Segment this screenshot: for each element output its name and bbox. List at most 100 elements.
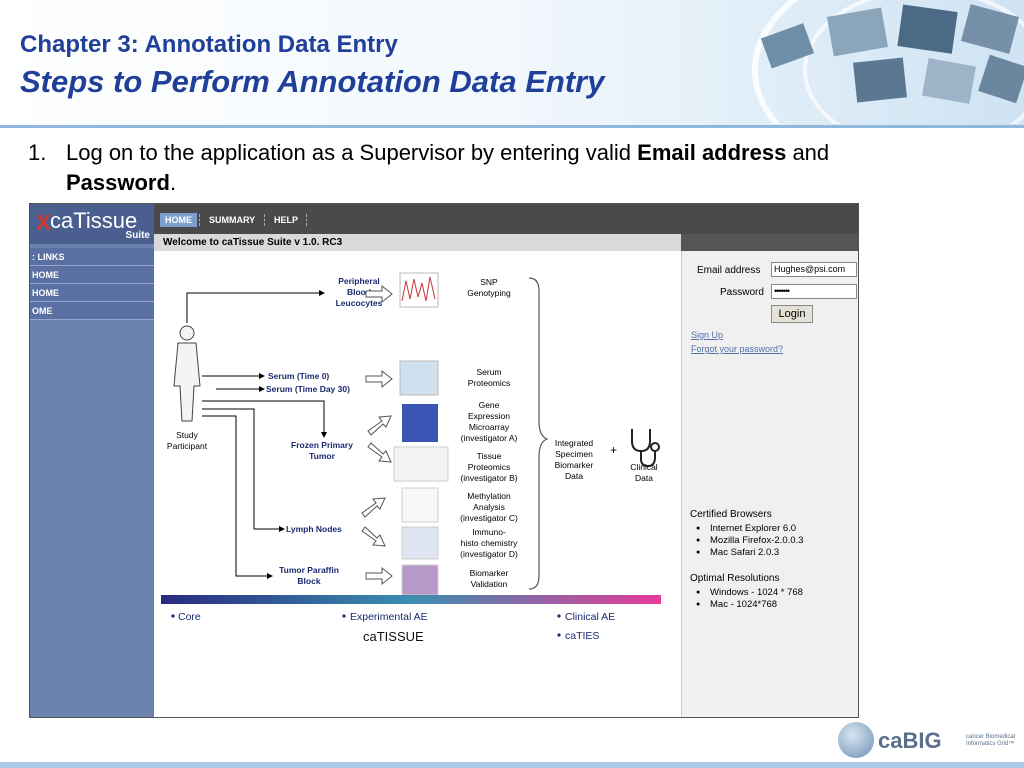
certified-browsers-heading: Certified Browsers bbox=[690, 509, 772, 520]
microarray-thumbnail bbox=[402, 404, 438, 442]
assay-label: histo chemistry bbox=[461, 538, 518, 548]
source-label: Lymph Nodes bbox=[286, 524, 342, 534]
step-bold-email: Email address bbox=[637, 140, 787, 165]
cabig-globe-icon bbox=[838, 722, 874, 758]
logo-x-mark: X bbox=[36, 210, 51, 235]
assay-label: Validation bbox=[471, 579, 508, 589]
tab-help[interactable]: HELP bbox=[274, 215, 299, 225]
nav-item-home-2[interactable]: HOME bbox=[30, 284, 154, 302]
assay-label: (investigator C) bbox=[460, 513, 518, 523]
password-field[interactable]: ••••••• bbox=[771, 284, 857, 299]
source-label: Blood bbox=[347, 287, 371, 297]
workflow-diagram: Study Participant Peripheral Blood Leuco… bbox=[161, 272, 661, 644]
welcome-bar: Welcome to caTissue Suite v 1.0. RC3 bbox=[154, 234, 681, 251]
integrated-data-label: Biomarker bbox=[555, 460, 594, 470]
tab-separator bbox=[264, 214, 265, 226]
logo-name: caTissue bbox=[50, 208, 138, 233]
immunohisto-thumbnail bbox=[401, 526, 439, 560]
email-label: Email address bbox=[697, 265, 761, 276]
source-label: Leucocytes bbox=[336, 298, 383, 308]
browser-item: Mac Safari 2.0.3 bbox=[696, 547, 779, 558]
assay-label: Proteomics bbox=[468, 462, 511, 472]
study-participant-icon bbox=[173, 325, 201, 422]
assay-label: Serum bbox=[476, 367, 501, 377]
step-text: Log on to the application as a Superviso… bbox=[66, 138, 986, 198]
assay-label: Biomarker bbox=[470, 568, 509, 578]
step-text-part: and bbox=[786, 140, 830, 165]
assay-label: Microarray bbox=[469, 422, 510, 432]
participant-label: Study bbox=[176, 430, 198, 440]
logo-suite: Suite bbox=[125, 230, 150, 241]
globe-photo-collage-icon bbox=[752, 0, 1024, 124]
source-label: Tumor Paraffin bbox=[279, 565, 339, 575]
step-text-part: Log on to the application as a Superviso… bbox=[66, 140, 638, 165]
assay-label: Genotyping bbox=[467, 288, 511, 298]
hollow-arrow-icons bbox=[361, 284, 393, 586]
source-label: Peripheral bbox=[338, 276, 380, 286]
header-divider bbox=[0, 125, 1024, 128]
assay-label: (investigator A) bbox=[461, 433, 518, 443]
nav-links-header: : LINKS bbox=[30, 248, 154, 266]
nav-item-home[interactable]: HOME bbox=[30, 266, 154, 284]
integrated-data-label: Integrated bbox=[555, 438, 594, 448]
source-label: Tumor bbox=[309, 451, 336, 461]
nav-item-home-3[interactable]: OME bbox=[30, 302, 154, 320]
slide-title: Steps to Perform Annotation Data Entry bbox=[20, 64, 605, 99]
email-field[interactable]: Hughes@psi.com bbox=[771, 262, 857, 277]
optimal-resolutions-heading: Optimal Resolutions bbox=[690, 573, 780, 584]
legend-core: Core bbox=[178, 611, 201, 623]
resolution-item: Windows - 1024 * 768 bbox=[696, 587, 803, 598]
integrated-data-label: Specimen bbox=[555, 449, 593, 459]
serum-gel-thumbnail bbox=[399, 360, 439, 396]
password-label: Password bbox=[720, 287, 764, 298]
login-button[interactable]: Login bbox=[771, 305, 813, 323]
forgot-password-link[interactable]: Forgot your password? bbox=[691, 344, 784, 354]
source-label: Block bbox=[297, 576, 320, 586]
legend-catissue: caTISSUE bbox=[363, 629, 424, 644]
top-menu-bar: HOME SUMMARY HELP bbox=[154, 204, 858, 234]
plus-sign: + bbox=[610, 443, 617, 457]
login-panel-header bbox=[681, 234, 858, 251]
browser-item: Mozilla Firefox-2.0.0.3 bbox=[696, 535, 804, 546]
assay-label: Analysis bbox=[473, 502, 505, 512]
assay-label: Immuno- bbox=[472, 527, 506, 537]
biomarker-thumbnail bbox=[401, 564, 439, 596]
grouping-brace bbox=[528, 277, 549, 590]
source-label: Frozen Primary bbox=[291, 440, 353, 450]
sign-up-link[interactable]: Sign Up bbox=[691, 330, 724, 340]
assay-label: SNP bbox=[480, 277, 498, 287]
methylation-thumbnail bbox=[401, 487, 439, 523]
tab-separator bbox=[306, 214, 307, 226]
assay-label: (investigator D) bbox=[460, 549, 518, 559]
assay-label: Tissue bbox=[477, 451, 502, 461]
assay-label: Methylation bbox=[467, 491, 511, 501]
participant-label: Participant bbox=[167, 441, 208, 451]
tab-separator bbox=[199, 214, 200, 226]
cabig-tagline: cancer Biomedical Informatics Grid™ bbox=[966, 734, 1016, 747]
catissue-logo: X caTissue Suite bbox=[30, 204, 154, 244]
tab-home[interactable]: HOME bbox=[160, 213, 197, 227]
step-number: 1. bbox=[28, 140, 47, 165]
catissue-screenshot: X caTissue Suite : LINKS HOME HOME OME H… bbox=[29, 203, 859, 718]
step-text-part: . bbox=[169, 170, 177, 195]
snp-chart-thumbnail bbox=[399, 272, 439, 308]
clinical-data-label: Clinical bbox=[630, 462, 658, 472]
browser-item: Internet Explorer 6.0 bbox=[696, 523, 796, 534]
login-panel: Email address Hughes@psi.com Password ••… bbox=[681, 251, 858, 717]
legend-experimental-ae: Experimental AE bbox=[350, 611, 428, 623]
resolution-item: Mac - 1024*768 bbox=[696, 599, 777, 610]
chapter-title: Chapter 3: Annotation Data Entry bbox=[20, 31, 398, 58]
legend-clinical-ae: Clinical AE bbox=[565, 611, 615, 623]
cabig-logo: caBIG cancer Biomedical Informatics Grid… bbox=[838, 720, 1018, 762]
tab-summary[interactable]: SUMMARY bbox=[209, 215, 256, 225]
step-bold-password: Password bbox=[66, 170, 170, 195]
assay-label: Proteomics bbox=[468, 378, 511, 388]
source-label: Serum (Time Day 30) bbox=[266, 384, 350, 394]
tissue-proteomics-thumbnail bbox=[393, 446, 449, 482]
stethoscope-icon bbox=[631, 429, 660, 468]
assay-label: (investigator B) bbox=[460, 473, 517, 483]
cabig-wordmark: caBIG bbox=[878, 728, 942, 753]
clinical-data-label: Data bbox=[635, 473, 653, 483]
legend-caties: caTIES bbox=[565, 630, 599, 642]
gradient-divider bbox=[161, 595, 661, 604]
